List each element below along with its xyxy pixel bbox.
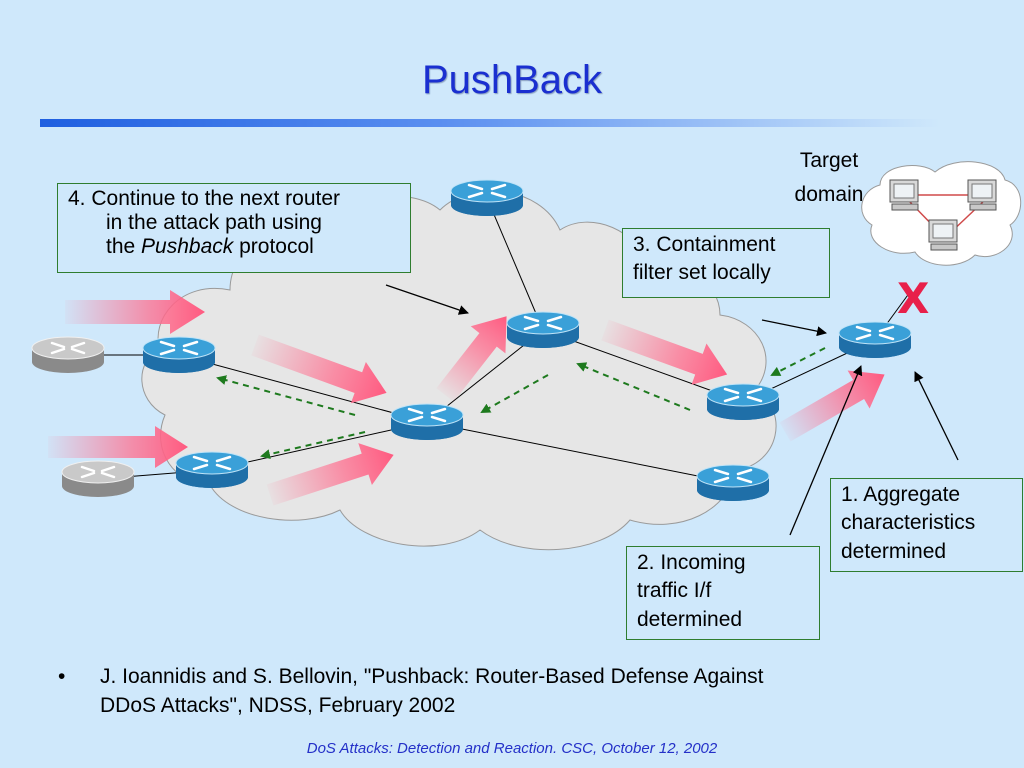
attack-arrow <box>251 334 387 404</box>
callout-line: 3. Containment <box>633 233 776 256</box>
callout-line: characteristics <box>841 511 976 535</box>
pointer-arrow <box>761 319 827 337</box>
router-icon <box>838 321 912 358</box>
callout-step-3: 3. Containment filter set locally <box>622 228 830 298</box>
pushback-arrow <box>216 375 356 416</box>
router-icon <box>31 336 105 373</box>
pointer-arrow <box>789 365 863 536</box>
computer-icon <box>928 219 958 251</box>
pushback-arrow <box>770 347 826 376</box>
callout-line: the Pushback protocol <box>68 235 410 259</box>
pushback-arrow <box>260 431 366 460</box>
reference-line: DDoS Attacks", NDSS, February 2002 <box>100 694 456 718</box>
callout-pointers <box>385 284 959 536</box>
router-icon <box>175 451 249 488</box>
attack-arrow <box>779 370 885 442</box>
callout-text: protocol <box>233 235 314 259</box>
callout-step-2: 2. Incoming traffic I/f determined <box>626 546 820 640</box>
callout-step-4: 4. Continue to the next router in the at… <box>57 183 411 273</box>
target-label-line1: Target <box>799 149 859 172</box>
attack-arrow <box>601 319 728 385</box>
target-domain-label: Target domain <box>780 144 878 211</box>
callout-line: 2. Incoming <box>637 551 746 574</box>
slide-footer: DoS Attacks: Detection and Reaction. CSC… <box>306 740 718 757</box>
callout-text: the <box>106 235 142 259</box>
callout-step-1: 1. Aggregate characteristics determined <box>830 478 1023 572</box>
callout-line: 1. Aggregate <box>841 483 961 506</box>
attack-traffic-arrows <box>48 290 885 506</box>
callout-line: 4. Continue to the next router <box>68 187 341 210</box>
callout-line: in the attack path using <box>106 211 322 235</box>
callout-line: determined <box>637 607 743 631</box>
attack-arrow <box>48 426 188 468</box>
attack-arrow <box>266 443 394 506</box>
blocked-link-mark: X <box>897 274 930 323</box>
target-label-line2: domain <box>794 182 864 206</box>
callout-line: traffic I/f <box>637 579 712 603</box>
pushback-messages <box>216 347 826 460</box>
pushback-arrow <box>480 374 549 413</box>
title-underline <box>40 119 940 127</box>
computer-icon <box>889 179 919 211</box>
router-icon <box>706 383 780 420</box>
pushback-arrow <box>576 362 691 411</box>
computer-icon <box>967 179 997 211</box>
attack-arrow <box>65 290 205 334</box>
reference-line: J. Ioannidis and S. Bellovin, "Pushback:… <box>100 665 764 688</box>
pointer-arrow <box>914 371 959 461</box>
router-icon <box>696 464 770 501</box>
router-icon <box>61 460 135 497</box>
router-icon <box>506 311 580 348</box>
callout-line: determined <box>841 539 947 563</box>
router-icon <box>450 179 524 216</box>
router-icon <box>142 336 216 373</box>
pointer-arrow <box>385 284 469 315</box>
callout-emphasis: Pushback <box>141 235 234 259</box>
attack-arrow <box>436 316 507 402</box>
reference-text: J. Ioannidis and S. Bellovin, "Pushback:… <box>100 662 764 721</box>
slide-title: PushBack <box>421 58 603 102</box>
bullet-dot: • <box>58 665 66 688</box>
callout-line: filter set locally <box>633 261 771 285</box>
router-icon <box>390 403 464 440</box>
